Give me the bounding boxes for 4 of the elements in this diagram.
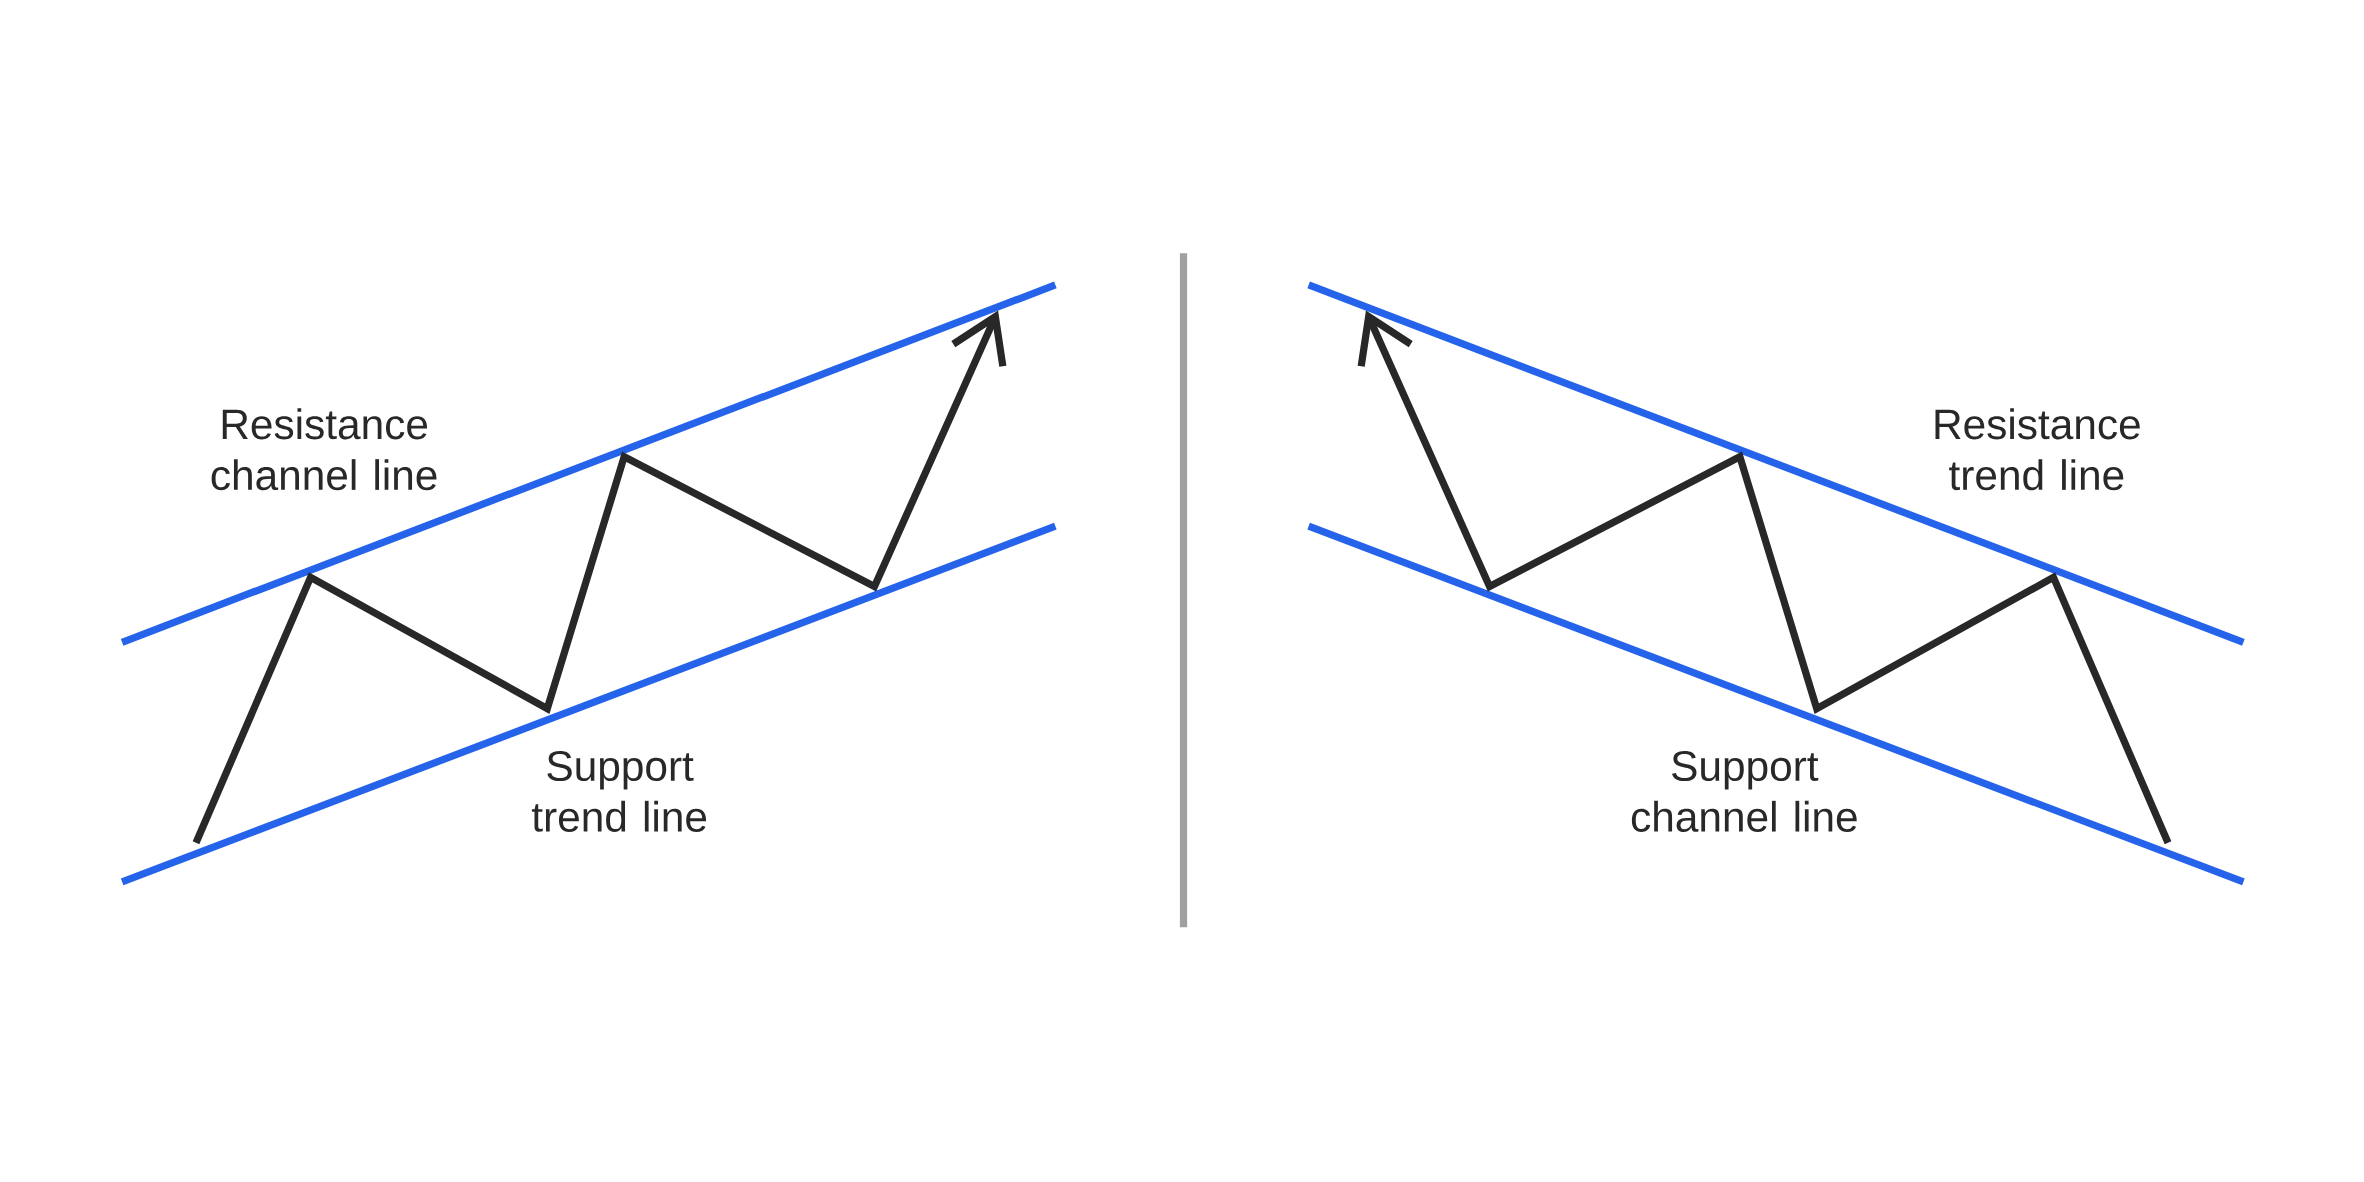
line-label: Resistance trend line	[1935, 408, 2140, 491]
line-label: Resistance channel line	[211, 408, 437, 491]
line-label: Support trend line	[531, 751, 707, 832]
line-label: Support channel line	[1631, 751, 1857, 832]
